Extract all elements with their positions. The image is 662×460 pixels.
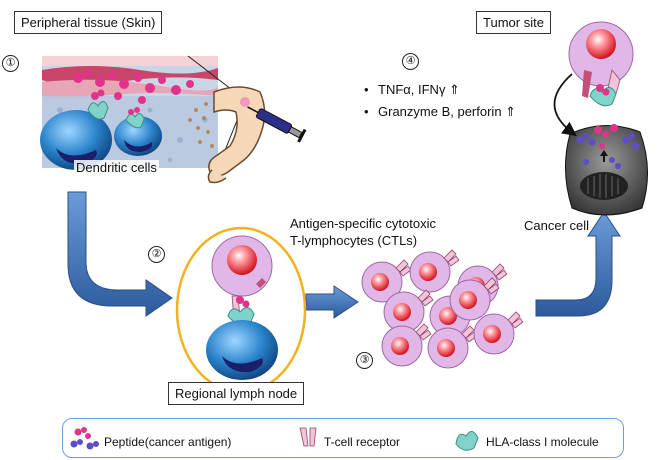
ctl-label-line1: Antigen-specific cytotoxic: [290, 216, 436, 231]
ctl-label-line2: T-lymphocytes (CTLs): [290, 233, 418, 248]
ctl-cell: [383, 289, 434, 333]
effect-bullet-2: •: [364, 104, 369, 119]
tumor-site-tcell: [568, 21, 634, 107]
lymph-node: [175, 226, 307, 394]
peptide-icon: [70, 427, 99, 450]
effect-granzyme-perforin: Granzyme B, perforin ⇑: [378, 104, 517, 119]
dendritic-cells-label: Dendritic cells: [74, 160, 159, 175]
dendritic-cell-small: [114, 107, 162, 156]
ctl-cell: [473, 311, 524, 355]
arrow-skin-to-lymph-node: [67, 191, 173, 317]
arrow-lymph-node-to-ctl: [305, 285, 359, 319]
effect-cytokines: TNFα, IFNγ ⇑: [378, 82, 460, 97]
peripheral-tissue-label: Peripheral tissue (Skin): [14, 11, 163, 34]
cytotoxic-action-arrow: [553, 73, 577, 137]
ctl-cell: [427, 325, 478, 369]
cancer-cell-graphic: [564, 124, 649, 216]
arm-injection-illustration: [207, 86, 307, 184]
tcell-receptor-icon: [299, 427, 317, 447]
ctl-cell: [449, 277, 500, 321]
legend-box: [62, 418, 624, 458]
cancer-cell-label: Cancer cell: [524, 218, 590, 233]
step-4-marker: ④: [402, 53, 419, 70]
legend-tcell-receptor-label: T-cell receptor: [324, 435, 401, 449]
step-2-marker: ②: [148, 246, 165, 263]
tumor-site-label: Tumor site: [476, 11, 551, 34]
legend-peptide-label: Peptide(cancer antigen): [104, 435, 232, 449]
ctl-cluster: [361, 249, 524, 369]
legend-hla-label: HLA-class I molecule: [486, 435, 599, 449]
ctl-cell: [361, 259, 412, 303]
hla-molecule-icon: [455, 431, 479, 451]
effect-bullet-1: •: [364, 82, 369, 97]
ctl-cell: [381, 323, 432, 367]
step-1-marker: ①: [2, 55, 19, 72]
step-3-marker: ③: [356, 352, 373, 369]
ctl-cell: [409, 249, 460, 293]
regional-lymph-node-label: Regional lymph node: [168, 382, 305, 405]
arrow-ctl-to-tumor: [535, 211, 621, 317]
